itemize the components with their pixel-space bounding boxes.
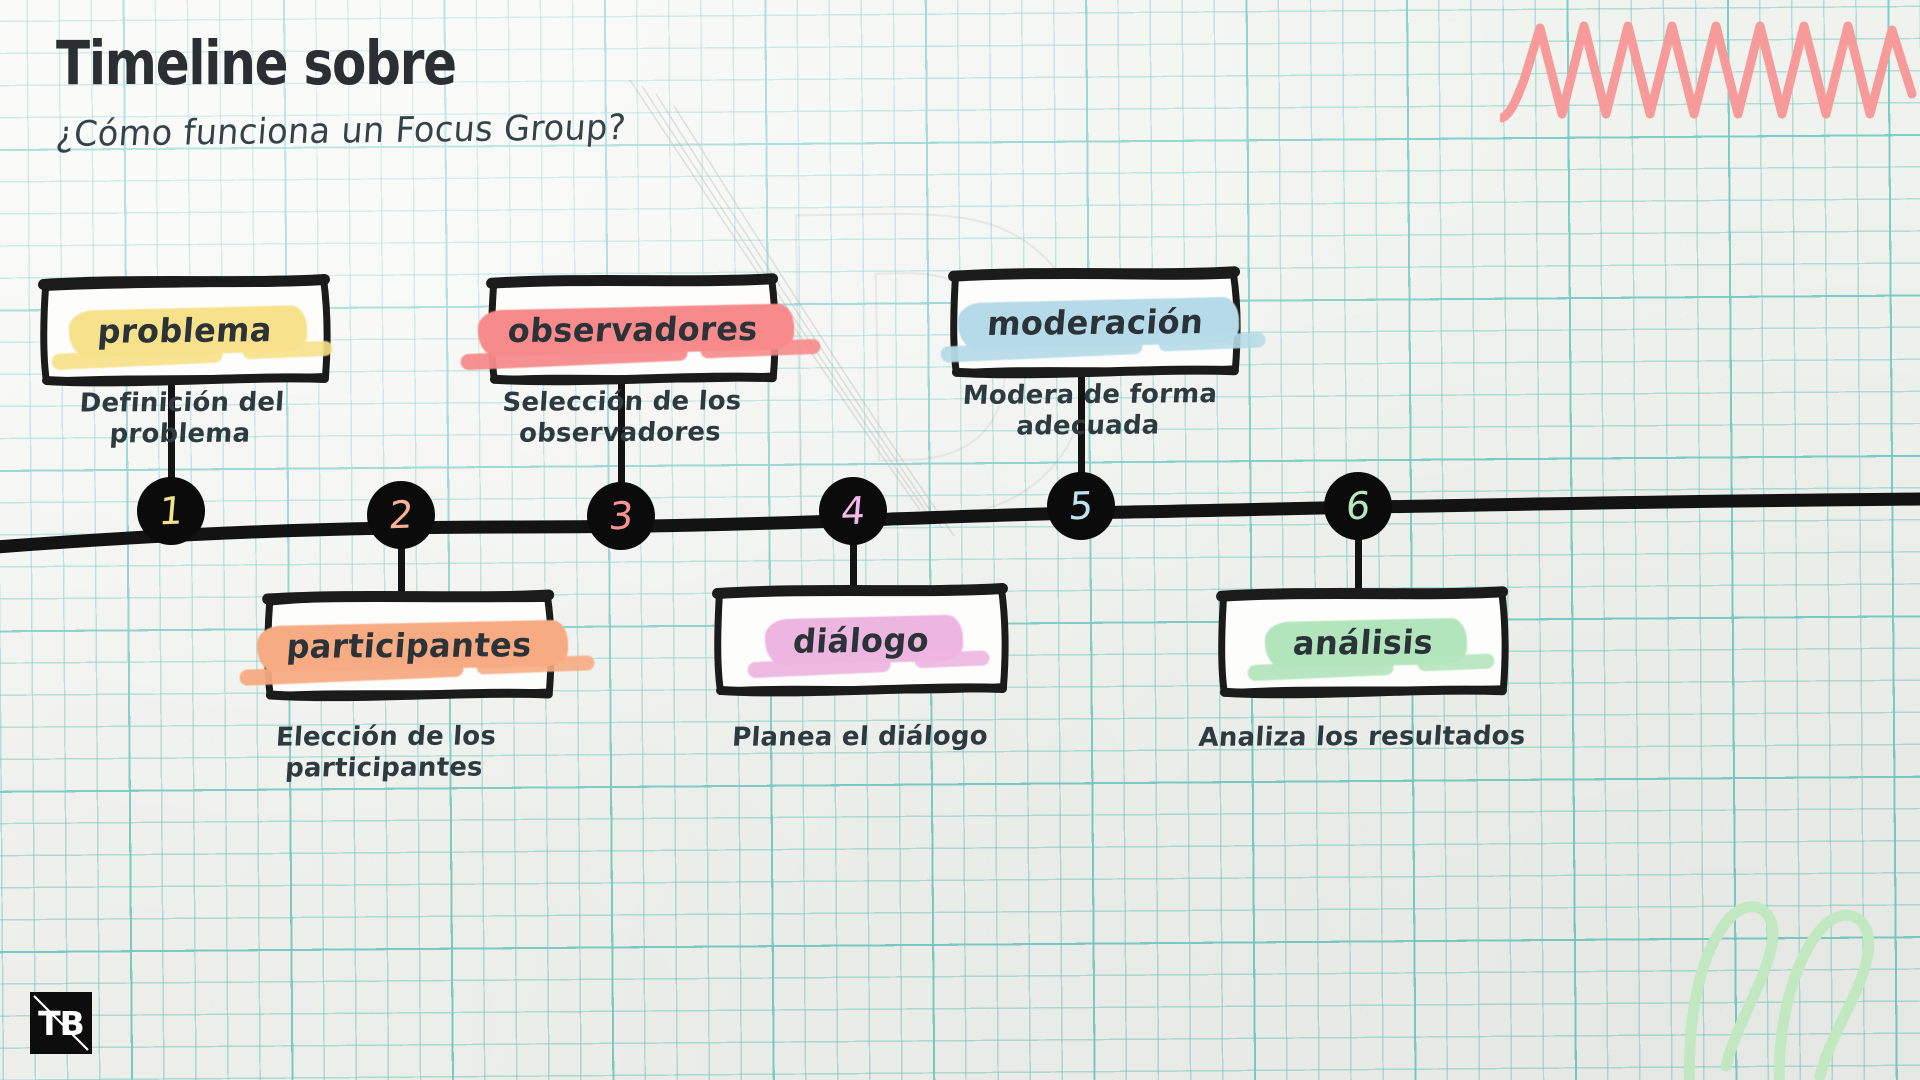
node-number: 3 — [606, 493, 636, 539]
card-content: moderación — [957, 296, 1239, 349]
timeline-node-5[interactable]: 5 — [1047, 472, 1115, 540]
timeline-step-card[interactable]: análisis — [1216, 586, 1509, 699]
brand-logo: TB — [30, 992, 92, 1054]
card-label: observadores — [506, 308, 760, 351]
timeline-node-3[interactable]: 3 — [587, 482, 655, 550]
card-label: diálogo — [791, 619, 931, 661]
page-subtitle: ¿Cómo funciona un Focus Group? — [54, 108, 628, 156]
node-number: 2 — [386, 492, 416, 538]
card-content: diálogo — [764, 614, 964, 666]
step-caption: Definición del problema — [78, 387, 286, 450]
node-number: 4 — [838, 488, 868, 534]
timeline-node-2[interactable]: 2 — [367, 481, 435, 549]
step-caption: Analiza los resultados — [1197, 721, 1527, 753]
card-content: participantes — [256, 619, 568, 672]
timeline-step-card[interactable]: observadores — [477, 273, 795, 386]
card-content: observadores — [477, 302, 795, 357]
timeline-node-1[interactable]: 1 — [137, 477, 205, 545]
page-title: Timeline sobre — [56, 28, 457, 99]
card-content: análisis — [1264, 617, 1468, 668]
card-content: problema — [68, 304, 308, 357]
node-number: 1 — [156, 488, 186, 534]
header: Timeline sobre ¿Cómo funciona un Focus G… — [54, 28, 650, 156]
card-label: moderación — [985, 302, 1205, 343]
step-caption: Planea el diálogo — [731, 721, 989, 753]
timeline-step-card[interactable]: participantes — [256, 589, 568, 702]
step-caption: Selección de los observadores — [501, 386, 743, 449]
card-label: problema — [96, 310, 274, 351]
timeline-step-card[interactable]: moderación — [948, 266, 1241, 379]
logo-slash-icon — [33, 995, 89, 1051]
timeline-node-4[interactable]: 4 — [819, 477, 887, 545]
timeline-step-card[interactable]: diálogo — [712, 583, 1009, 697]
step-caption: Elección de los participantes — [274, 721, 498, 784]
timeline-node-6[interactable]: 6 — [1324, 472, 1392, 540]
card-label: participantes — [284, 625, 534, 666]
step-caption: Modera de forma adecuada — [961, 379, 1219, 442]
card-label: análisis — [1291, 622, 1435, 663]
node-number: 5 — [1066, 483, 1096, 529]
node-number: 6 — [1343, 483, 1373, 529]
timeline-step-card[interactable]: problema — [38, 274, 331, 387]
